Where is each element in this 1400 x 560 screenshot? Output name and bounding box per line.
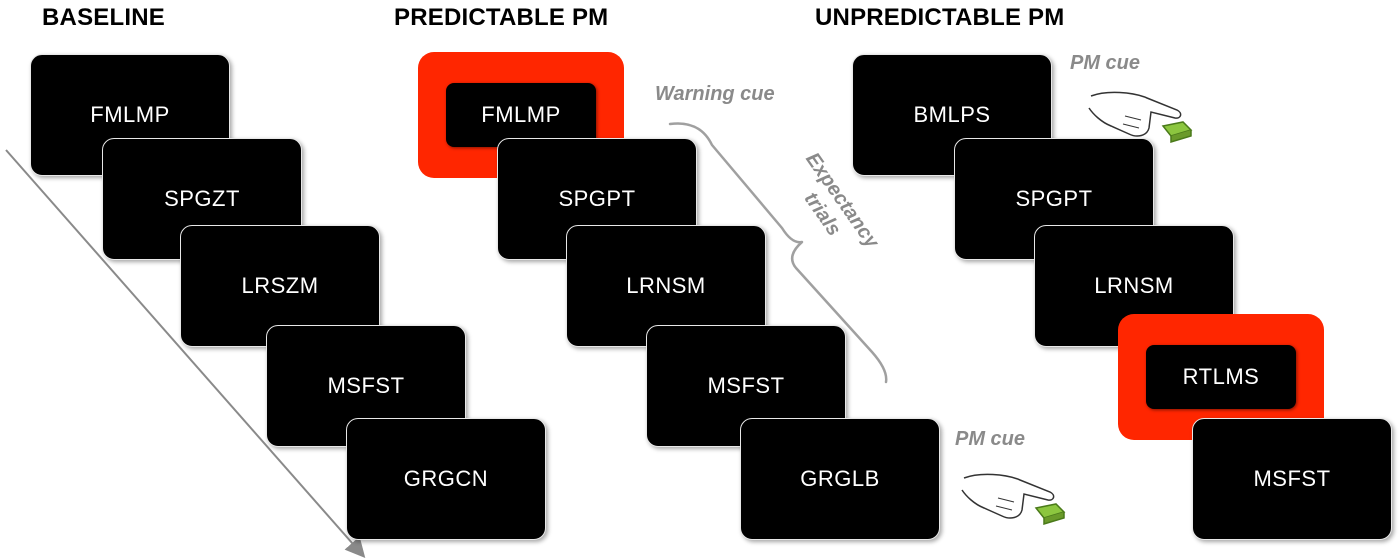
- predictable-card-1-label: FMLMP: [481, 102, 561, 127]
- predictable-pm-cue-label: PM cue: [955, 428, 1026, 450]
- unpredictable-card-5: MSFST: [1192, 418, 1392, 540]
- unpredictable-card-4-label: RTLMS: [1182, 364, 1260, 389]
- heading-predictable-pm: PREDICTABLE PM: [394, 4, 609, 31]
- baseline-card-5: GRGCN: [346, 418, 546, 540]
- predictable-card-2-label: SPGPT: [558, 186, 636, 211]
- predictable-card-4-label: MSFST: [707, 373, 785, 398]
- unpredictable-card-3-label: LRNSM: [1094, 273, 1174, 298]
- baseline-card-4-label: MSFST: [327, 373, 405, 398]
- unpredictable-card-1: BMLPS: [852, 54, 1052, 176]
- baseline-card-1-label: FMLMP: [90, 102, 170, 127]
- baseline-card-5-label: GRGCN: [403, 466, 489, 491]
- unpredictable-card-5-label: MSFST: [1253, 466, 1331, 491]
- heading-unpredictable-pm: UNPREDICTABLE PM: [815, 4, 1065, 31]
- warning-cue-label: Warning cue: [655, 83, 775, 105]
- unpredictable-card-4: RTLMS: [1146, 345, 1296, 409]
- time-arrow: [5, 149, 366, 559]
- heading-baseline: BASELINE: [42, 4, 165, 31]
- predictable-card-5: GRGLB: [740, 418, 940, 540]
- predictable-card-3-label: LRNSM: [626, 273, 706, 298]
- hand-pressing-button-icon: [961, 473, 1066, 526]
- baseline-card-3-label: LRSZM: [241, 273, 319, 298]
- hand-pressing-button-icon: [1088, 91, 1193, 144]
- unpredictable-pm-cue-label: PM cue: [1070, 52, 1141, 74]
- unpredictable-card-2-label: SPGPT: [1015, 186, 1093, 211]
- predictable-card-1: FMLMP: [446, 83, 596, 147]
- baseline-card-2-label: SPGZT: [164, 186, 240, 211]
- predictable-card-5-label: GRGLB: [800, 466, 880, 491]
- unpredictable-card-1-label: BMLPS: [913, 102, 991, 127]
- expectancy-brace: [668, 122, 888, 384]
